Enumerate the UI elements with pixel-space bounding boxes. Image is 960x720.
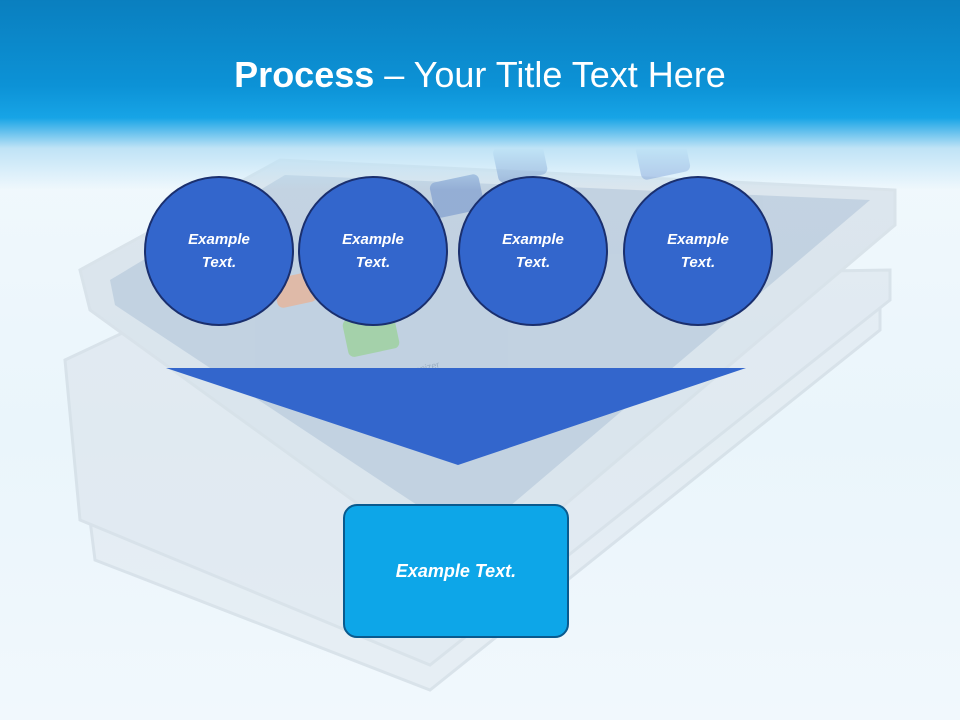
step-circle-4[interactable]: Example Text. bbox=[623, 176, 773, 326]
header-band bbox=[0, 0, 960, 190]
step-4-line-2: Text. bbox=[681, 254, 715, 271]
slide-title: Process – Your Title Text Here bbox=[0, 52, 960, 98]
step-circle-1[interactable]: Example Text. bbox=[144, 176, 294, 326]
title-bold-part: Process bbox=[234, 54, 375, 95]
step-circle-2[interactable]: Example Text. bbox=[298, 176, 448, 326]
result-box[interactable]: Example Text. bbox=[343, 504, 569, 638]
step-3-line-2: Text. bbox=[516, 254, 550, 271]
funnel-arrow bbox=[166, 368, 746, 465]
step-1-line-2: Text. bbox=[202, 254, 236, 271]
step-3-line-1: Example bbox=[502, 231, 564, 248]
title-rest: – Your Title Text Here bbox=[374, 54, 726, 95]
step-2-line-2: Text. bbox=[356, 254, 390, 271]
result-box-text: Example Text. bbox=[395, 560, 517, 581]
step-circle-3[interactable]: Example Text. bbox=[458, 176, 608, 326]
step-4-line-1: Example bbox=[667, 231, 729, 248]
step-2-line-1: Example bbox=[342, 231, 404, 248]
step-1-line-1: Example bbox=[188, 231, 250, 248]
